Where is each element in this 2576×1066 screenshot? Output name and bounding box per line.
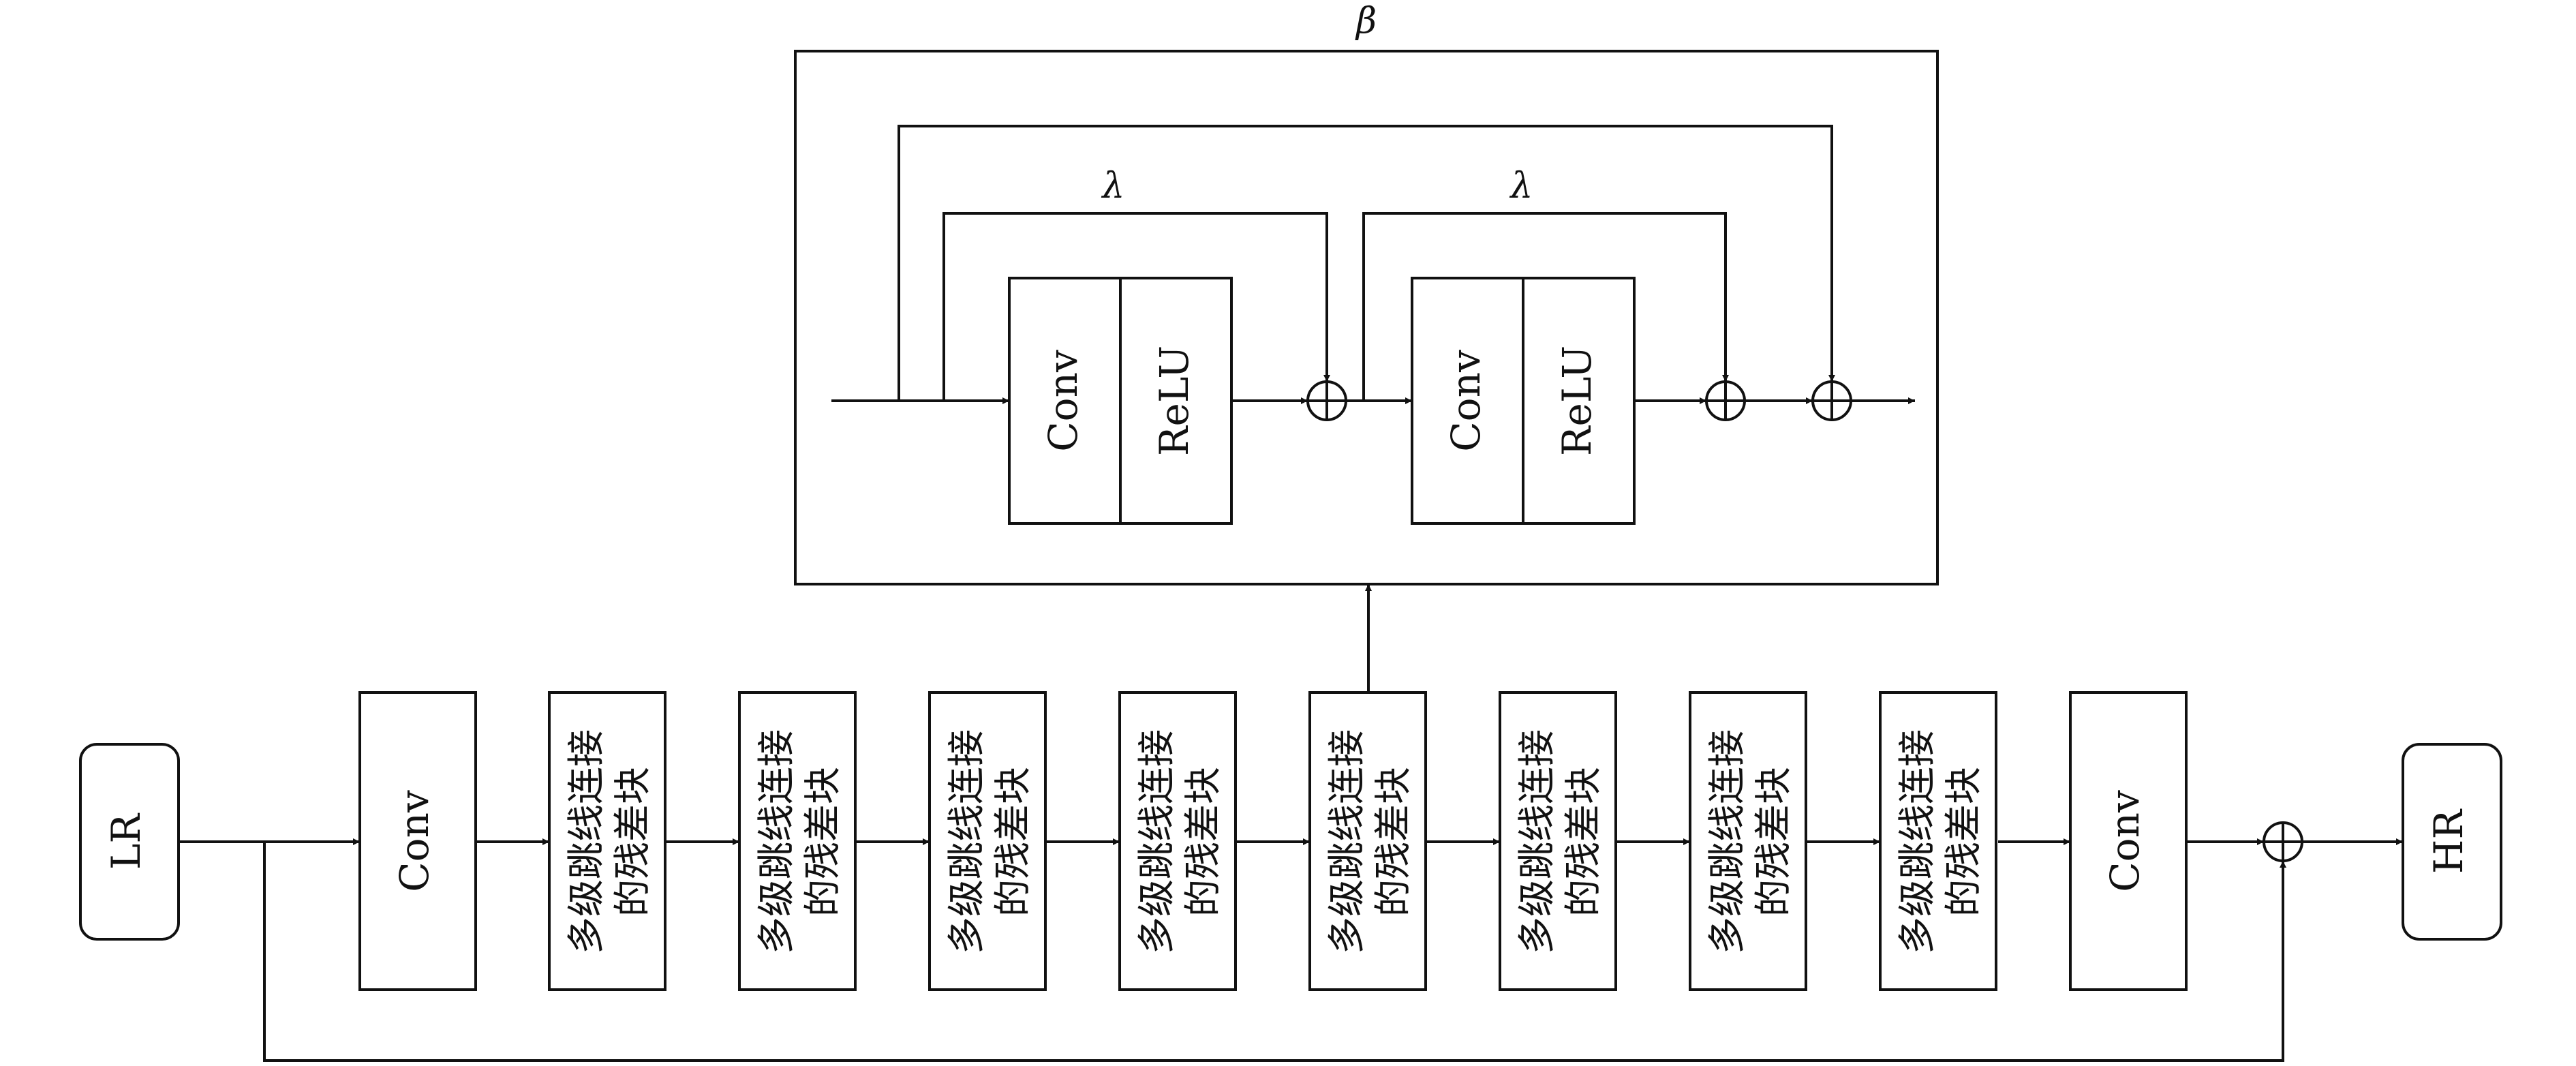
residual-block-4-label: 多级跳线连接的残差块 <box>1135 729 1225 954</box>
unit-2-relu-label: ReLU <box>1554 346 1600 456</box>
lambda-label-2: λ <box>1509 166 1533 207</box>
residual-block-2-label: 多级跳线连接的残差块 <box>754 729 844 954</box>
sum-node-3 <box>1811 380 1852 421</box>
skip-lambda-2 <box>1362 212 1729 401</box>
global-sum-node <box>2263 821 2303 862</box>
pipeline: LR HR Conv Conv 多级跳线连接的残差块多级跳线连接的残差块多级跳线… <box>79 584 2502 1062</box>
unit-2-conv-label: Conv <box>1443 350 1489 452</box>
residual-block-1-label: 多级跳线连接的残差块 <box>564 729 654 954</box>
beta-label: β <box>1355 1 1377 42</box>
unit-1-conv-label: Conv <box>1040 350 1086 452</box>
residual-blocks: 多级跳线连接的残差块 多级跳线连接的残差块 多级跳线连接的残差块 多级跳线连接的残差块… <box>548 691 1997 991</box>
unit-1: Conv ReLU <box>1008 277 1233 525</box>
lambda-label-1: λ <box>1101 166 1125 207</box>
residual-block-5-label: 多级跳线连接的残差块 <box>1325 729 1415 954</box>
expanded-block-detail: β Conv ReLU Conv ReLU <box>794 1 1939 585</box>
unit-1-relu-label: ReLU <box>1151 346 1197 456</box>
residual-block-7-label: 多级跳线连接的残差块 <box>1705 729 1795 954</box>
residual-block-6-label: 多级跳线连接的残差块 <box>1515 729 1605 954</box>
unit-2: Conv ReLU <box>1411 277 1636 525</box>
global-skip-connection <box>263 842 2286 1062</box>
head-conv-label: Conv <box>391 790 438 892</box>
residual-block-8 <box>1879 691 1997 991</box>
skip-beta-outer <box>898 125 1835 401</box>
hr-label: HR <box>2425 808 2472 874</box>
tail-conv-label: Conv <box>2102 790 2148 892</box>
sum-node-2 <box>1705 380 1746 421</box>
lr-label: LR <box>103 812 149 870</box>
detail-frame <box>794 50 1939 585</box>
residual-block-8-label: 多级跳线连接的残差块 <box>1895 729 1985 954</box>
residual-block-3-label: 多级跳线连接的残差块 <box>945 729 1034 954</box>
skip-lambda-1 <box>942 212 1330 401</box>
sum-node-1 <box>1306 380 1347 421</box>
